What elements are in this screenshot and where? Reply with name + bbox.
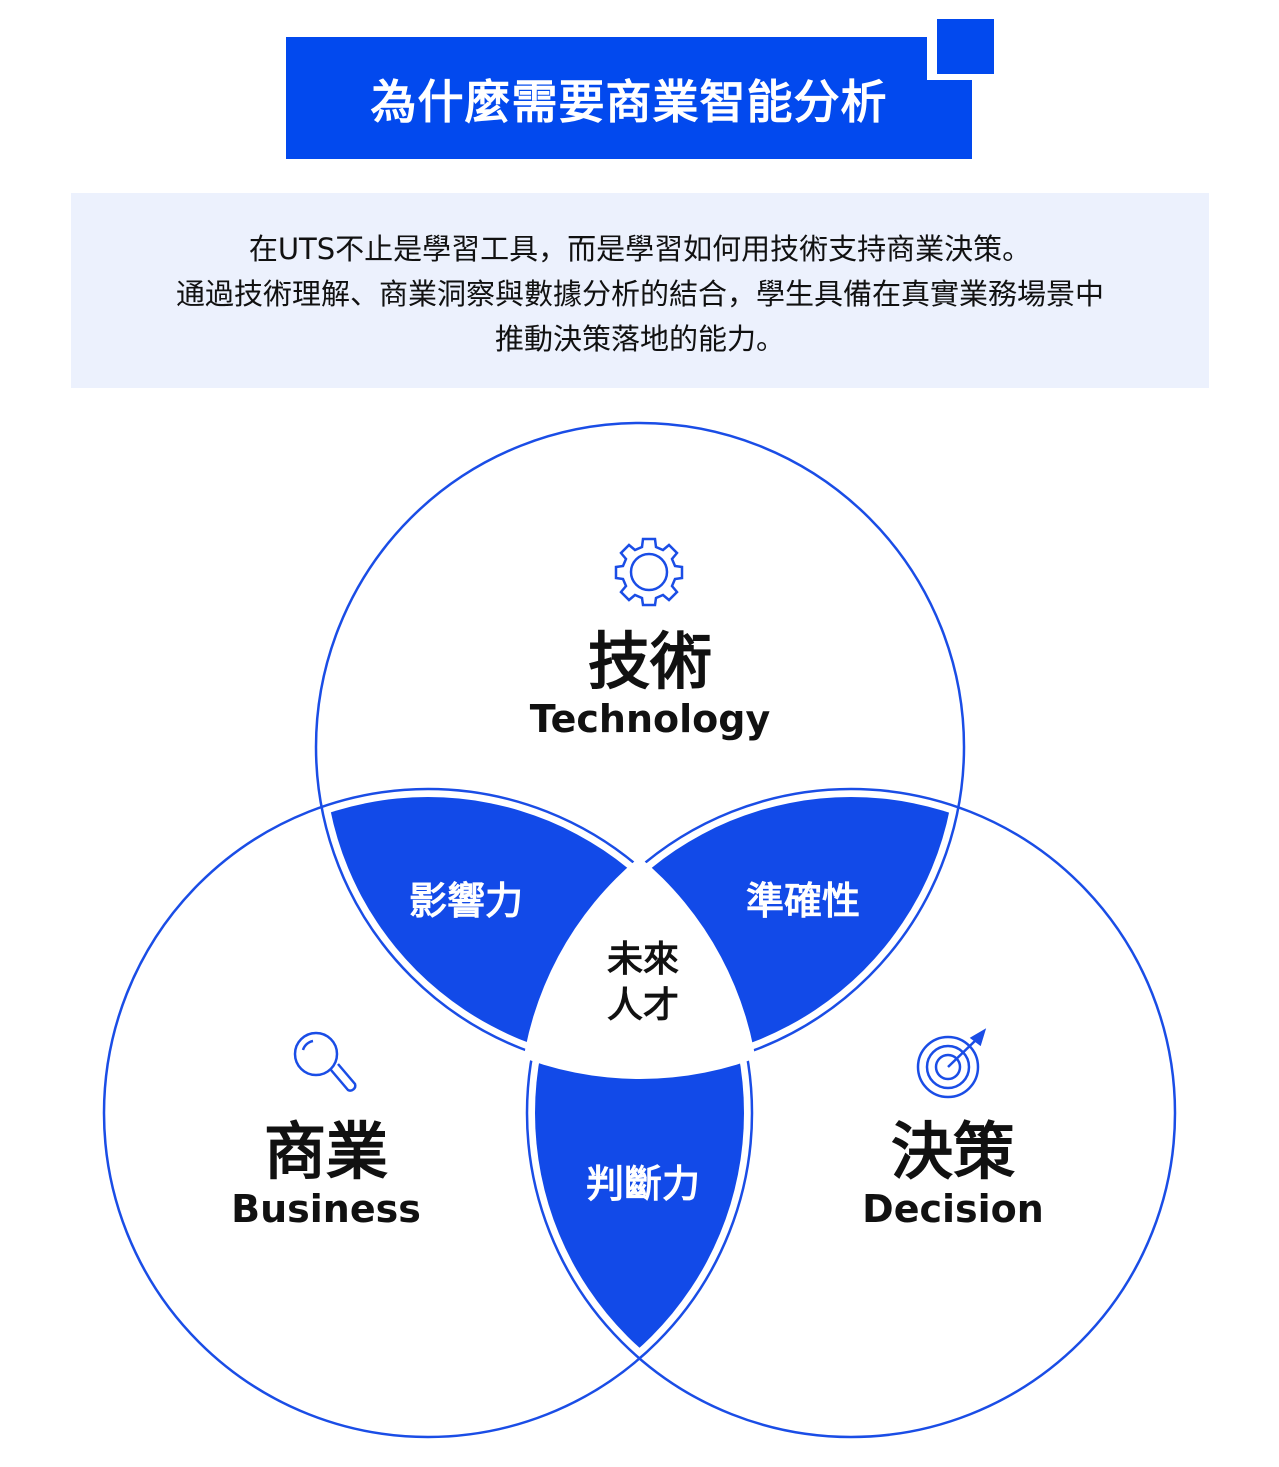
description-panel: 在UTS不止是學習工具，而是學習如何用技術支持商業決策。 通過技術理解、商業洞察… (71, 193, 1209, 388)
description-line: 通過技術理解、商業洞察與數據分析的結合，學生具備在真實業務場景中 (175, 277, 1104, 311)
description-line: 推動決策落地的能力。 (494, 322, 785, 356)
technology-zh: 技術 (587, 625, 712, 698)
center-label: 未來 人才 (563, 937, 723, 1029)
magnifier-icon (293, 1031, 357, 1092)
center-line: 人才 (606, 985, 679, 1026)
decision-zh: 決策 (890, 1115, 1015, 1188)
overlap-label-accuracy: 準確性 (745, 879, 860, 923)
technology-en: Technology (529, 697, 771, 741)
decision-label: 決策 Decision (803, 1115, 1103, 1232)
description-line: 在UTS不止是學習工具，而是學習如何用技術支持商業決策。 (248, 232, 1032, 266)
business-circle (102, 787, 754, 1439)
title-banner (286, 37, 972, 159)
business-zh: 商業 (263, 1115, 388, 1188)
decision-en: Decision (862, 1187, 1044, 1231)
business-label: 商業 Business (176, 1115, 476, 1232)
business-en: Business (231, 1187, 421, 1231)
overlap-label-judgment: 判斷力 (585, 1162, 700, 1206)
center-line: 未來 (606, 939, 679, 980)
gear-icon (614, 537, 684, 607)
title-corner-square (937, 19, 994, 74)
overlap-label-influence: 影響力 (408, 879, 523, 923)
target-icon (916, 1028, 987, 1099)
decision-circle (525, 787, 1177, 1439)
technology-label: 技術 Technology (490, 625, 810, 742)
page-title: 為什麼需要商業智能分析 (370, 75, 888, 129)
